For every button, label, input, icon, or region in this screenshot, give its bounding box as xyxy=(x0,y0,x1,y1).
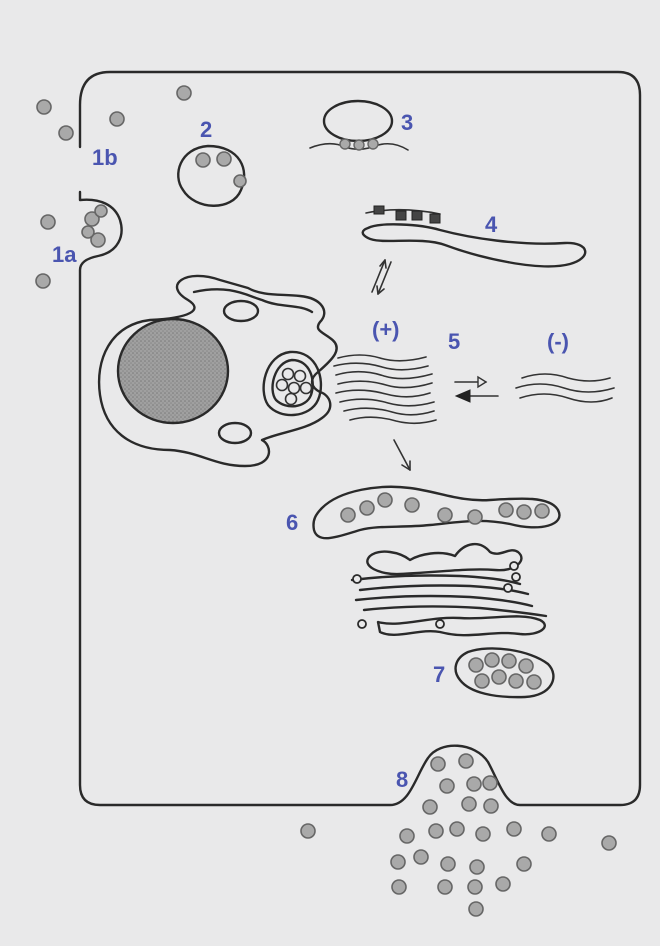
equilibrium-arrows-horizontal xyxy=(455,377,498,402)
ribosome-vesicle xyxy=(310,101,408,150)
filaments-minus xyxy=(516,374,614,402)
golgi-apparatus xyxy=(352,544,546,635)
nucleus-complex xyxy=(99,276,337,466)
label-1b: 1b xyxy=(92,145,118,170)
filaments-plus xyxy=(334,355,436,423)
pocket-granules xyxy=(82,205,107,247)
label-1a: 1a xyxy=(52,242,77,267)
label-minus: (-) xyxy=(547,329,569,354)
label-6: 6 xyxy=(286,510,298,535)
label-5: 5 xyxy=(448,329,460,354)
nucleus xyxy=(118,319,228,423)
label-3: 3 xyxy=(401,110,413,135)
endosome xyxy=(178,146,246,206)
storage-vesicle xyxy=(456,648,554,697)
rough-er xyxy=(363,206,585,266)
extracellular-granules xyxy=(36,86,616,916)
label-7: 7 xyxy=(433,662,445,687)
label-8: 8 xyxy=(396,767,408,792)
exocytosis-granules xyxy=(423,754,498,814)
label-4: 4 xyxy=(485,212,498,237)
er-granules xyxy=(313,487,559,538)
label-plus: (+) xyxy=(372,317,400,342)
equilibrium-arrows-vertical xyxy=(372,260,391,294)
cell-membrane xyxy=(80,72,640,805)
arrow-to-er xyxy=(394,440,410,470)
label-2: 2 xyxy=(200,117,212,142)
